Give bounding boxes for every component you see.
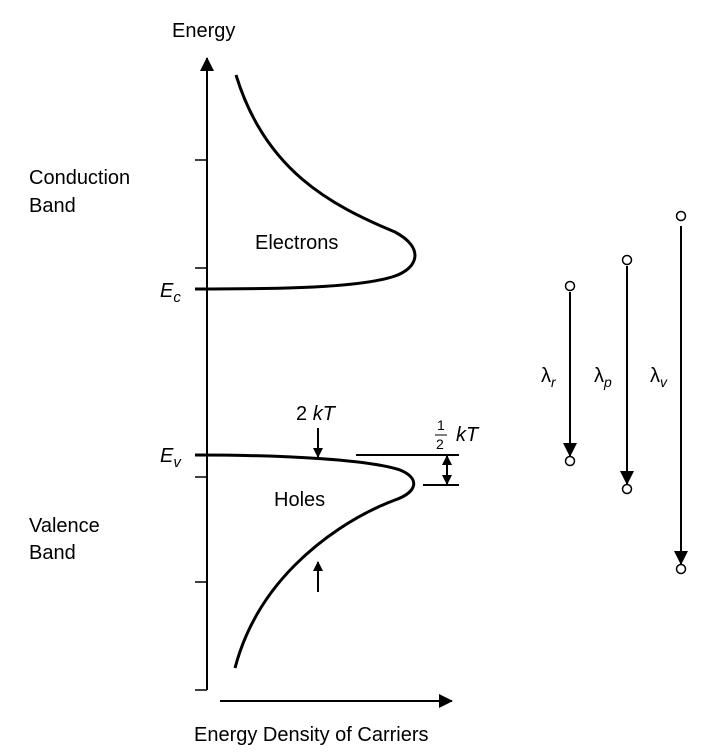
valence-band-label: Valence Band (29, 515, 105, 564)
half-kt-label: 1 2 kT (435, 417, 480, 452)
ec-label: Ec (160, 280, 181, 306)
svg-text:λr: λr (541, 365, 557, 390)
two-kt-label: 2 kT (296, 403, 337, 425)
conduction-band-label: Conduction Band (29, 167, 136, 217)
svg-text:kT: kT (456, 424, 480, 446)
electron-distribution-curve (194, 74, 417, 291)
hole-distribution-curve (194, 453, 416, 669)
axis-ticks (195, 159, 207, 691)
transition-lambda-v: λv (650, 210, 688, 575)
electrons-label: Electrons (255, 232, 338, 254)
density-axis-label: Energy Density of Carriers (194, 724, 429, 746)
svg-text:λp: λp (594, 365, 612, 390)
energy-axis-label: Energy (172, 20, 235, 42)
svg-text:2: 2 (436, 436, 444, 452)
ev-label: Ev (160, 445, 182, 471)
holes-label: Holes (274, 489, 325, 511)
svg-text:λv: λv (650, 365, 668, 390)
transition-lambda-p: λp (594, 254, 634, 495)
svg-text:1: 1 (437, 417, 445, 433)
transition-lambda-r: λr (541, 280, 577, 467)
